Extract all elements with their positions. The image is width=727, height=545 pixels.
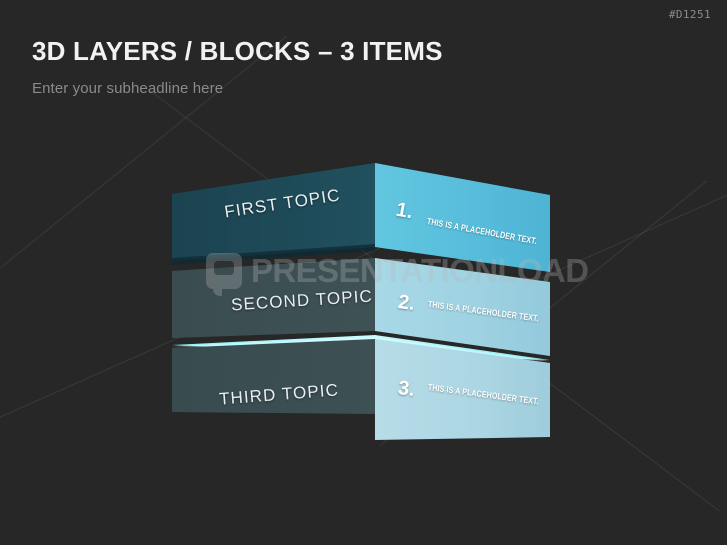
block-1-topic-label: FIRST TOPIC [223,185,342,222]
watermark-text: PRESENTATIONLOAD [251,252,589,289]
background-diagonal-line [479,330,720,512]
presentationload-logo-icon [206,253,242,296]
background-diagonal-line [149,90,414,290]
block-2-left-face [172,258,375,338]
slide-code: #D1251 [668,8,711,21]
block-1-number: 1. [394,198,415,224]
block-2-topic-label: SECOND TOPIC [230,286,374,315]
block-1-top-face [172,163,550,219]
watermark: PRESENTATIONLOAD [206,252,589,296]
block-3-topic-label: THIRD TOPIC [218,380,340,409]
page-title: 3D LAYERS / BLOCKS – 3 ITEMS [32,36,443,66]
block-1[interactable] [172,163,550,272]
block-1-right-face [375,163,550,272]
block-3-right-face [375,339,550,440]
block-2-right-face [375,258,550,356]
block-3-placeholder-text: THIS IS A PLACEHOLDER TEXT. [427,382,540,407]
block-3-top-face [172,339,550,363]
background-diagonal-line [0,234,409,431]
block-1-left-face [172,163,375,261]
background-diagonal-line [0,35,288,301]
block-3-number: 3. [396,377,417,401]
background-diagonal-line [380,180,708,446]
block-1-bottom-edge [172,244,375,265]
glow-separator [172,335,550,361]
block-2-placeholder-text: THIS IS A PLACEHOLDER TEXT. [427,299,540,324]
block-1-placeholder-text: THIS IS A PLACEHOLDER TEXT. [426,216,538,247]
block-2-top-face [172,258,550,292]
block-2-number: 2. [396,291,417,315]
block-2[interactable] [172,258,550,356]
block-3[interactable] [172,339,550,440]
block-3-left-face [172,339,375,414]
background-diagonal-line [412,172,727,336]
page-subtitle: Enter your subheadline here [32,80,224,97]
